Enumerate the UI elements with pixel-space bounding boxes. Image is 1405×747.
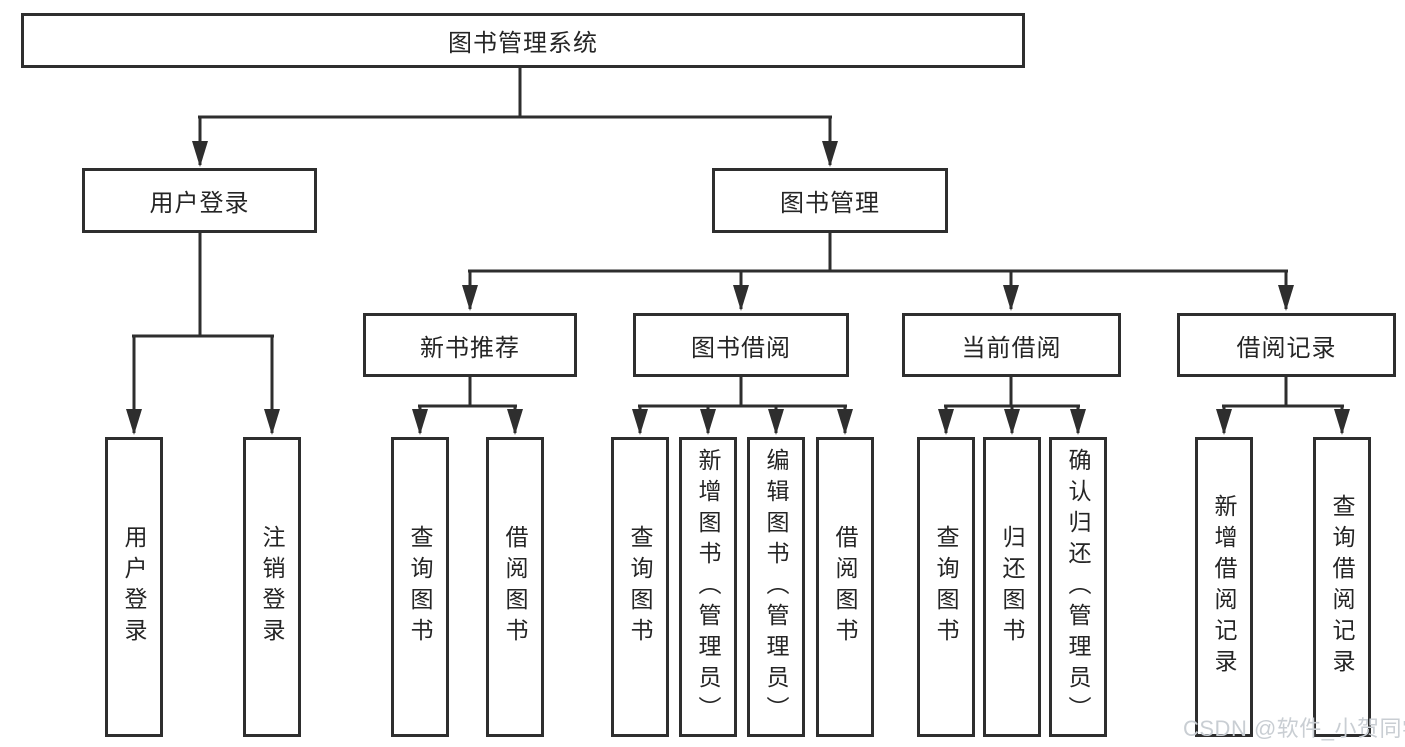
leaf-label: 注销登录 xyxy=(259,525,285,649)
node-label: 借阅记录 xyxy=(1236,334,1337,362)
connector-borrowing-records-children xyxy=(1222,377,1344,408)
leaf-add-borrow-record: 新增借阅记录 xyxy=(1195,437,1253,737)
node-current-borrowing: 当前借阅 xyxy=(902,313,1121,377)
node-label: 新书推荐 xyxy=(420,334,520,362)
leaf-return-books: 归还图书 xyxy=(983,437,1041,737)
connector-new-book-recommendation-children xyxy=(418,377,517,408)
leaf-confirm-return-admin: 确认归还（管理员） xyxy=(1049,437,1107,737)
leaf-edit-book-admin: 编辑图书（管理员） xyxy=(747,437,805,737)
node-label: 图书管理 xyxy=(780,190,880,217)
leaf-label: 查询图书 xyxy=(933,525,959,649)
node-label: 用户登录 xyxy=(149,190,250,217)
leaf-label: 查询图书 xyxy=(627,525,653,649)
connector-current-borrowing-children xyxy=(944,377,1080,408)
node-label: 当前借阅 xyxy=(961,334,1062,362)
node-root-library-management-system: 图书管理系统 xyxy=(21,13,1025,68)
node-label: 图书借阅 xyxy=(691,334,791,362)
leaf-label: 编辑图书（管理员） xyxy=(763,447,789,727)
leaf-query-books-2: 查询图书 xyxy=(611,437,669,737)
node-book-management: 图书管理 xyxy=(712,168,948,233)
leaf-borrow-books-2: 借阅图书 xyxy=(816,437,874,737)
connector-book-borrowing-children xyxy=(638,377,847,408)
node-new-book-recommendation: 新书推荐 xyxy=(363,313,577,377)
connector-user-login-children xyxy=(132,233,274,338)
leaf-label: 确认归还（管理员） xyxy=(1065,447,1091,727)
node-book-borrowing: 图书借阅 xyxy=(633,313,849,377)
leaf-query-borrow-record: 查询借阅记录 xyxy=(1313,437,1371,737)
csdn-watermark: CSDN @软件_小贺同学 xyxy=(1183,716,1405,741)
leaf-label: 借阅图书 xyxy=(832,525,858,649)
connector-book-management-children xyxy=(468,233,1288,273)
leaf-label: 归还图书 xyxy=(999,525,1025,649)
leaf-user-login: 用户登录 xyxy=(105,437,163,737)
leaf-label: 用户登录 xyxy=(121,525,147,649)
leaf-label: 新增借阅记录 xyxy=(1211,494,1237,680)
leaf-label: 借阅图书 xyxy=(502,525,528,649)
leaf-query-books-3: 查询图书 xyxy=(917,437,975,737)
leaf-query-books-1: 查询图书 xyxy=(391,437,449,737)
leaf-label: 查询图书 xyxy=(407,525,433,649)
leaf-label: 新增图书（管理员） xyxy=(695,447,721,727)
leaf-borrow-books-1: 借阅图书 xyxy=(486,437,544,737)
connector-root-to-level2 xyxy=(198,68,832,119)
leaf-add-book-admin: 新增图书（管理员） xyxy=(679,437,737,737)
node-borrowing-records: 借阅记录 xyxy=(1177,313,1396,377)
node-label: 图书管理系统 xyxy=(448,30,598,57)
leaf-logout: 注销登录 xyxy=(243,437,301,737)
node-user-login: 用户登录 xyxy=(82,168,317,233)
leaf-label: 查询借阅记录 xyxy=(1329,494,1355,680)
